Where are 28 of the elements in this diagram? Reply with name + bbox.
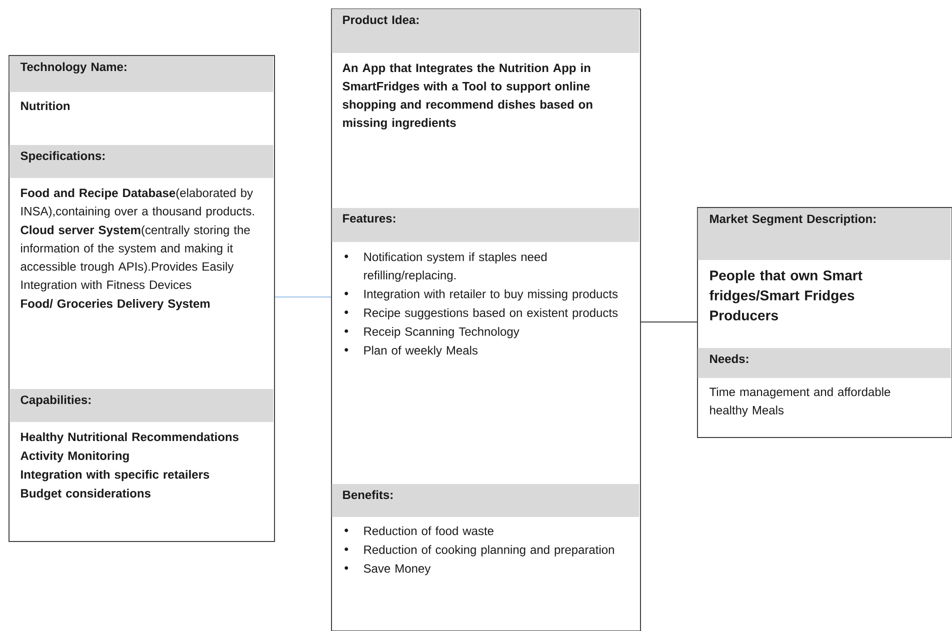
bullet-item: Reduction of food waste: [344, 526, 494, 536]
body-text: Nutrition: [21, 101, 70, 110]
body-text: Food/ Groceries Delivery System: [21, 299, 210, 310]
body-text: Integration with specific retailers: [21, 470, 210, 482]
section-header: Features:: [332, 208, 640, 242]
section-header: Product Idea:: [332, 9, 640, 53]
bullet-item: Notification system if staples need refilling/replacing.: [344, 252, 547, 282]
connector-line: [274, 296, 332, 298]
body-text: Healthy Nutritional Recommendations: [21, 432, 238, 444]
bullet-item: Integration with retailer to buy missing products: [344, 289, 618, 301]
body-text: Activity Monitoring: [20, 451, 129, 462]
body-text: Budget considerations: [21, 488, 150, 500]
section-header: Capabilities:: [9, 389, 274, 422]
body-text: Food and Recipe Database(elaborated by INSA),containing over a thousand products.: [21, 188, 254, 218]
bullet-item: Reduction of cooking planning and preparation: [344, 545, 614, 556]
section-header: Market Segment Description:: [698, 208, 951, 260]
body-text: Cloud server System(centrally storing the information of the system and making it accessible trough APIs).Provides Easily Integration with Fitness Devices: [20, 225, 250, 292]
body-text: An App that Integrates the Nutrition App in SmartFridges with a Tool to support online shopping and recommend dishes based on missing ingredients: [342, 63, 592, 130]
bullet-item: Save Money: [344, 564, 431, 576]
section-header: Needs:: [698, 348, 951, 378]
bullet-item: Recipe suggestions based on existent products: [344, 308, 618, 320]
bullet-item: Plan of weekly Meals: [344, 346, 478, 357]
body-text: Time management and affordable healthy Meals: [710, 387, 890, 417]
section-header: Technology Name:: [9, 56, 274, 92]
section-header: Benefits:: [332, 484, 640, 517]
section-header: Specifications:: [9, 145, 274, 178]
body-text: People that own Smart fridges/Smart Fridges Producers: [710, 270, 862, 320]
bullet-item: Receip Scanning Technology: [344, 327, 520, 338]
